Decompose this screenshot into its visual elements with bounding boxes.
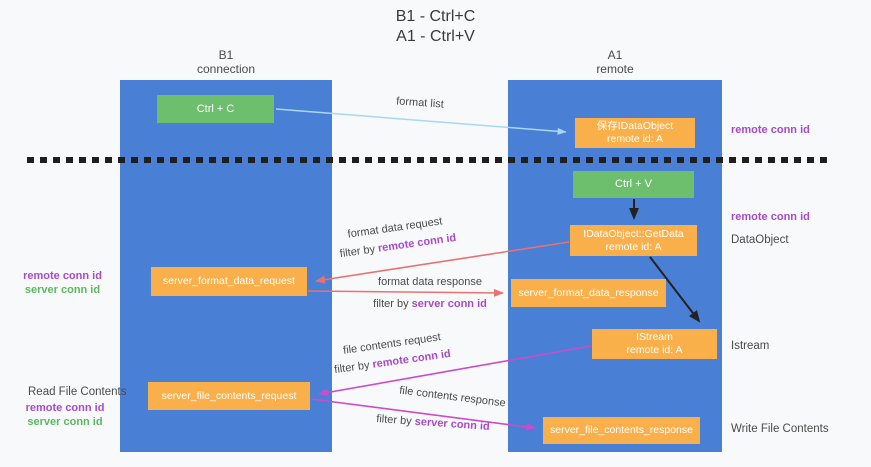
lifeline-header-right: A1 remote	[508, 48, 722, 76]
diagram-title: B1 - Ctrl+C A1 - Ctrl+V	[0, 7, 871, 47]
box-ctrl-c: Ctrl + C	[157, 95, 274, 123]
box-server-format-data-response-label: server_format_data_response	[518, 286, 659, 299]
title-line-2: A1 - Ctrl+V	[396, 28, 475, 45]
arrow-label-file-contents-response: file contents response	[398, 384, 507, 410]
label-left-remote-conn-id-1: remote conn id	[23, 270, 102, 282]
label-remote-conn-id-top: remote conn id	[731, 124, 810, 136]
label-group-conn-ids-2: remote conn id server conn id	[15, 401, 115, 429]
lifeline-left-subtitle: connection	[196, 62, 256, 76]
box-save-idataobject-line2: remote id: A	[606, 133, 664, 145]
label-istream: Istream	[731, 340, 770, 352]
filter-by-text: filter by	[333, 358, 374, 377]
box-istream-line1: IStream	[636, 331, 673, 343]
box-ctrl-v: Ctrl + V	[573, 171, 694, 198]
label-remote-conn-id-mid: remote conn id	[731, 211, 810, 223]
label-group-conn-ids-1: remote conn id server conn id	[15, 269, 110, 297]
box-idataobject-getdata: IDataObject::GetData remote id: A	[570, 225, 697, 256]
box-save-idataobject-line1: 保存IDataObject	[596, 120, 674, 132]
arrow-format-data-response	[307, 288, 504, 297]
label-dataobject: DataObject	[731, 234, 789, 246]
box-server-file-contents-request-label: server_file_contents_request	[161, 389, 297, 402]
label-left-server-conn-id-2: server conn id	[27, 416, 103, 428]
arrow-label-format-data-response: format data response	[378, 276, 482, 288]
arrow-label-format-list: format list	[395, 95, 445, 111]
box-ctrl-v-label: Ctrl + V	[615, 178, 652, 190]
filter-by-text: filter by	[373, 298, 412, 310]
filter-by-text: filter by	[339, 242, 379, 261]
lifeline-left-title: B1	[218, 48, 234, 62]
box-server-format-data-response: server_format_data_response	[511, 279, 666, 307]
label-left-remote-conn-id-2: remote conn id	[25, 402, 105, 414]
lifeline-header-left: B1 connection	[120, 48, 332, 76]
box-server-file-contents-request: server_file_contents_request	[148, 382, 310, 410]
label-read-file-contents: Read File Contents	[28, 386, 127, 398]
box-istream-line2: remote id: A	[626, 344, 683, 356]
server-conn-id-text: server conn id	[414, 415, 491, 433]
box-server-format-data-request-label: server_format_data_request	[163, 275, 295, 287]
lifeline-right-subtitle: remote	[596, 62, 634, 76]
label-write-file-contents: Write File Contents	[731, 423, 829, 435]
box-save-idataobject: 保存IDataObject remote id: A	[575, 118, 695, 148]
dashed-divider	[27, 157, 831, 163]
remote-conn-id-text: remote conn id	[371, 347, 452, 371]
server-conn-id-text: server conn id	[411, 298, 487, 310]
box-idataobject-getdata-line1: IDataObject::GetData	[583, 227, 684, 240]
filter-by-text: filter by	[375, 413, 416, 428]
lifeline-right-title: A1	[607, 48, 623, 62]
label-left-server-conn-id-1: server conn id	[24, 284, 101, 296]
box-server-format-data-request: server_format_data_request	[151, 267, 307, 296]
box-idataobject-getdata-line2: remote id: A	[605, 240, 662, 253]
box-server-file-contents-response-label: server_file_contents_response	[549, 424, 693, 436]
box-istream: IStream remote id: A	[592, 329, 717, 359]
box-ctrl-c-label: Ctrl + C	[196, 102, 235, 115]
title-line-1: B1 - Ctrl+C	[395, 8, 476, 25]
remote-conn-id-text: remote conn id	[377, 231, 457, 255]
arrow-label-filter-server-2: filter by server conn id	[358, 412, 508, 434]
box-server-file-contents-response: server_file_contents_response	[543, 417, 700, 444]
arrow-label-filter-server-1: filter by server conn id	[355, 298, 505, 310]
